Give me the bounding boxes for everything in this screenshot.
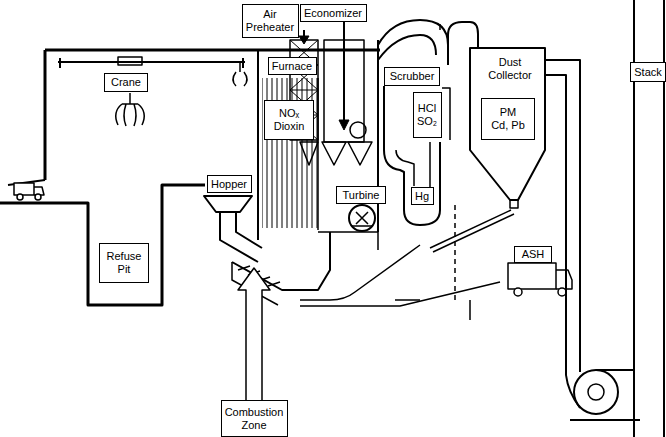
node-text: Dioxin: [274, 120, 305, 133]
node-text: Turbine: [343, 189, 380, 202]
node-text: ASH: [522, 248, 545, 261]
pollutant-box: NOₓDioxin: [264, 100, 314, 140]
node-text: NOₓ: [279, 107, 299, 120]
ash-label: ASH: [514, 246, 552, 263]
hopper-label: Hopper: [207, 175, 252, 193]
node-text: Air Preheater: [245, 8, 296, 33]
node-text: Dust Collector: [484, 56, 536, 81]
node-text: SO₂: [417, 115, 437, 128]
scrubber-label: Scrubber: [384, 67, 440, 86]
node-text: Cd, Pb: [491, 119, 525, 132]
combustion-zone-label: Combustion Zone: [221, 400, 288, 437]
preheater-label: Air Preheater: [242, 4, 299, 38]
stack-label: Stack: [630, 62, 666, 82]
node-text: Refuse Pit: [102, 250, 146, 275]
node-text: HCl: [418, 102, 436, 115]
node-text: Hg: [415, 190, 429, 203]
node-text: Stack: [634, 66, 662, 79]
dust-collector-label: Dust Collector: [481, 52, 539, 86]
furnace-label: Furnace: [268, 57, 317, 75]
node-text: PM: [500, 106, 517, 119]
turbine-label: Turbine: [336, 186, 386, 204]
economizer-label: Economizer: [300, 4, 367, 22]
particulate-box: PMCd, Pb: [481, 98, 535, 140]
refuse-pit-label: Refuse Pit: [99, 243, 149, 283]
mercury-box: Hg: [411, 187, 434, 205]
node-text: Economizer: [304, 7, 362, 20]
node-text: Furnace: [272, 60, 312, 73]
node-text: Scrubber: [390, 70, 435, 83]
acid-gas-box: HClSO₂: [413, 92, 442, 138]
node-text: Crane: [111, 76, 141, 89]
node-text: Hopper: [211, 178, 247, 191]
crane-label: Crane: [104, 73, 148, 92]
node-text: Combustion Zone: [224, 406, 285, 431]
